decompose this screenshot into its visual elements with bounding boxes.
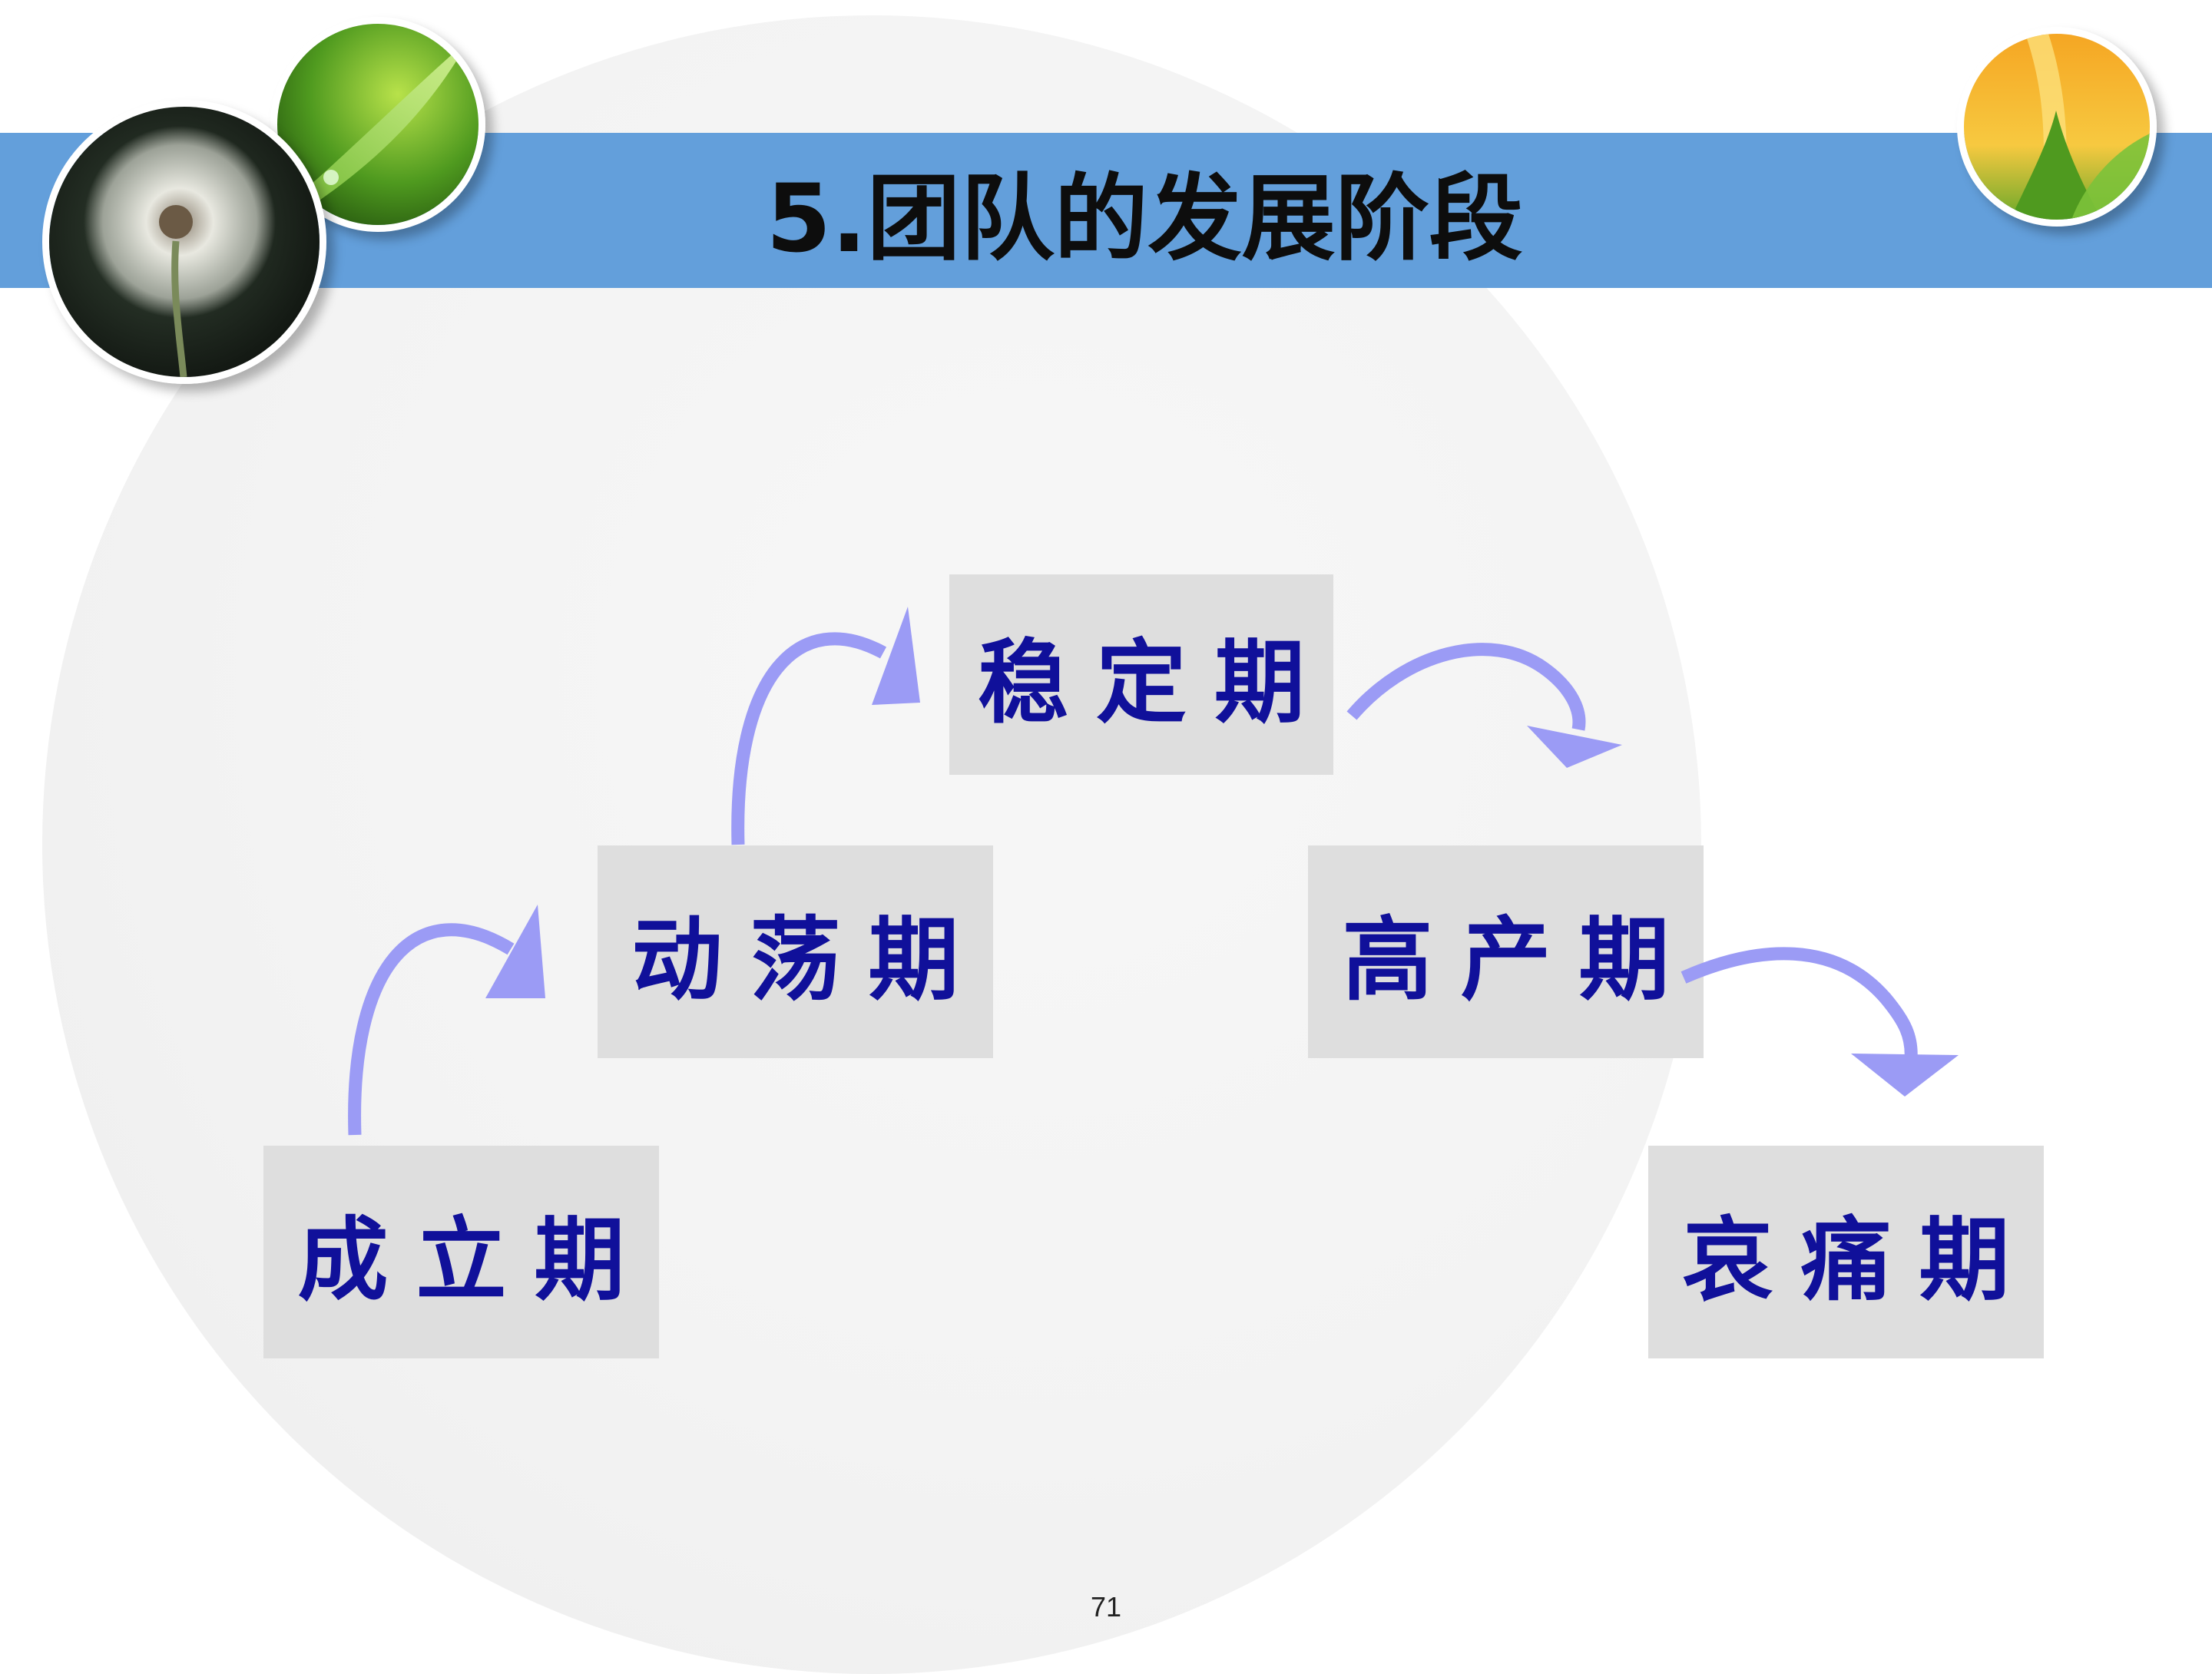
arrow-forming-to-storming-icon [348,923,515,1136]
arrowhead-storming-to-norming-icon [872,607,920,705]
stage-label-performing: 高产期 [1342,907,1697,1013]
stage-label-storming: 动荡期 [631,907,987,1013]
dandelion-photo [42,100,326,384]
background-circle [42,15,1701,1674]
arrowhead-forming-to-storming-icon [485,905,545,998]
stage-box-mourning: 哀痛期 [1648,1146,2044,1358]
slide-title: 5.团队的发展阶段 [766,164,1523,273]
stage-label-forming: 成立期 [297,1207,653,1313]
stage-box-forming: 成立期 [263,1146,659,1358]
arrowhead-performing-to-mourning-icon [1851,1054,1959,1097]
arrowhead-norming-to-performing-icon [1527,726,1622,768]
tulip-photo [1957,27,2157,227]
stage-label-norming: 稳定期 [977,630,1333,736]
stage-box-storming: 动荡期 [598,845,993,1058]
arrow-performing-to-mourning-icon [1681,947,1918,1060]
page-number: 71 [1090,1591,1122,1623]
stage-box-performing: 高产期 [1308,845,1704,1058]
arrow-storming-to-norming-icon [731,632,887,845]
stage-box-norming: 稳定期 [949,574,1333,775]
arrow-norming-to-performing-icon [1346,643,1586,731]
stage-label-mourning: 哀痛期 [1682,1207,2038,1313]
